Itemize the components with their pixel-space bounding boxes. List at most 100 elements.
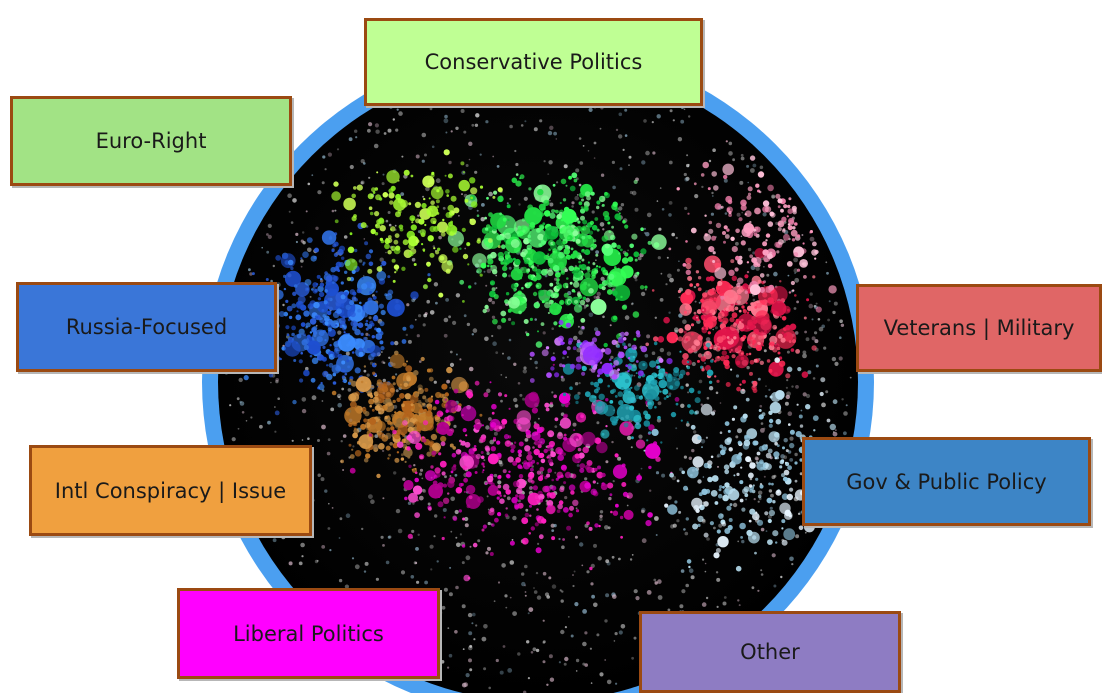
- node-dot: [766, 497, 773, 504]
- node-dot: [805, 393, 811, 399]
- node-dot: [714, 501, 719, 505]
- node-dot: [710, 490, 718, 497]
- node-dot: [499, 212, 502, 216]
- node-dot: [402, 401, 406, 404]
- node-dot: [556, 239, 563, 246]
- node-dot: [767, 448, 773, 454]
- node-dot: [698, 379, 703, 384]
- node-dot: [506, 474, 511, 479]
- node-dot: [538, 417, 540, 420]
- node-dot: [676, 187, 680, 191]
- node-dot: [426, 451, 432, 457]
- node-dot: [484, 227, 489, 231]
- node-dot: [288, 315, 293, 320]
- node-dot: [576, 225, 582, 232]
- node-dot: [814, 339, 819, 344]
- node-dot: [445, 409, 449, 413]
- node-dot: [375, 420, 386, 432]
- node-dot: [311, 395, 317, 401]
- node-dot: [309, 295, 312, 298]
- node-dot: [434, 467, 441, 474]
- node-dot: [549, 199, 551, 202]
- node-dot: [739, 522, 746, 530]
- node-dot: [451, 376, 468, 394]
- node-dot: [449, 362, 455, 367]
- node-dot: [600, 483, 608, 491]
- node-dot: [352, 291, 357, 296]
- node-dot: [607, 221, 611, 225]
- node-dot: [491, 315, 496, 319]
- node-dot: [360, 380, 364, 384]
- node-dot: [701, 446, 703, 449]
- node-dot: [759, 404, 763, 408]
- node-dot: [434, 416, 441, 423]
- node-dot: [424, 398, 429, 403]
- node-dot: [698, 301, 701, 304]
- node-dot: [287, 193, 292, 198]
- node-dot: [550, 356, 556, 362]
- node-dot: [696, 245, 701, 250]
- node-dot: [641, 160, 646, 165]
- node-dot: [312, 325, 318, 331]
- node-dot: [397, 179, 400, 182]
- node-dot: [686, 365, 691, 370]
- node-dot: [745, 302, 748, 305]
- node-dot: [378, 443, 385, 450]
- node-dot: [300, 265, 303, 268]
- node-dot: [507, 356, 511, 360]
- node-dot: [694, 397, 701, 404]
- node-dot: [621, 463, 626, 468]
- node-dot: [832, 431, 835, 433]
- node-dot: [563, 433, 567, 437]
- node-dot: [775, 418, 782, 425]
- node-dot: [357, 308, 361, 313]
- node-dot: [337, 334, 356, 352]
- node-dot: [441, 536, 445, 541]
- node-dot: [384, 243, 390, 250]
- node-dot: [430, 395, 434, 398]
- node-dot: [295, 314, 302, 321]
- node-dot: [589, 647, 593, 650]
- node-dot: [293, 359, 297, 362]
- node-dot: [352, 445, 355, 448]
- node-dot: [639, 285, 645, 290]
- node-dot: [753, 232, 758, 237]
- node-dot: [580, 414, 584, 419]
- node-dot: [756, 461, 766, 471]
- node-dot: [341, 256, 345, 260]
- node-dot: [535, 253, 541, 259]
- node-dot: [397, 410, 402, 416]
- node-dot: [791, 238, 796, 242]
- node-dot: [562, 356, 565, 360]
- node-dot: [804, 531, 807, 534]
- node-dot: [707, 187, 711, 191]
- node-dot: [745, 456, 752, 463]
- node-dot: [674, 500, 678, 504]
- node-dot: [624, 315, 630, 320]
- node-dot: [644, 353, 649, 358]
- node-dot: [459, 279, 465, 285]
- node-dot: [497, 452, 502, 458]
- node-dot: [474, 123, 479, 128]
- node-dot: [719, 355, 726, 362]
- node-dot: [579, 161, 584, 165]
- node-dot: [490, 446, 496, 452]
- node-dot: [794, 461, 798, 465]
- node-dot: [296, 310, 299, 313]
- node-dot: [421, 243, 424, 246]
- node-dot: [845, 404, 848, 407]
- node-dot: [578, 260, 581, 264]
- node-dot: [275, 378, 280, 382]
- node-dot: [408, 235, 419, 247]
- node-dot: [622, 342, 626, 347]
- node-dot: [341, 368, 345, 373]
- node-dot: [394, 224, 397, 227]
- node-dot: [286, 305, 293, 312]
- node-dot: [631, 656, 634, 660]
- node-dot: [459, 455, 475, 470]
- node-dot: [503, 262, 508, 267]
- node-dot: [599, 361, 603, 364]
- node-dot: [465, 164, 469, 167]
- node-dot: [575, 507, 578, 510]
- node-dot: [744, 274, 749, 279]
